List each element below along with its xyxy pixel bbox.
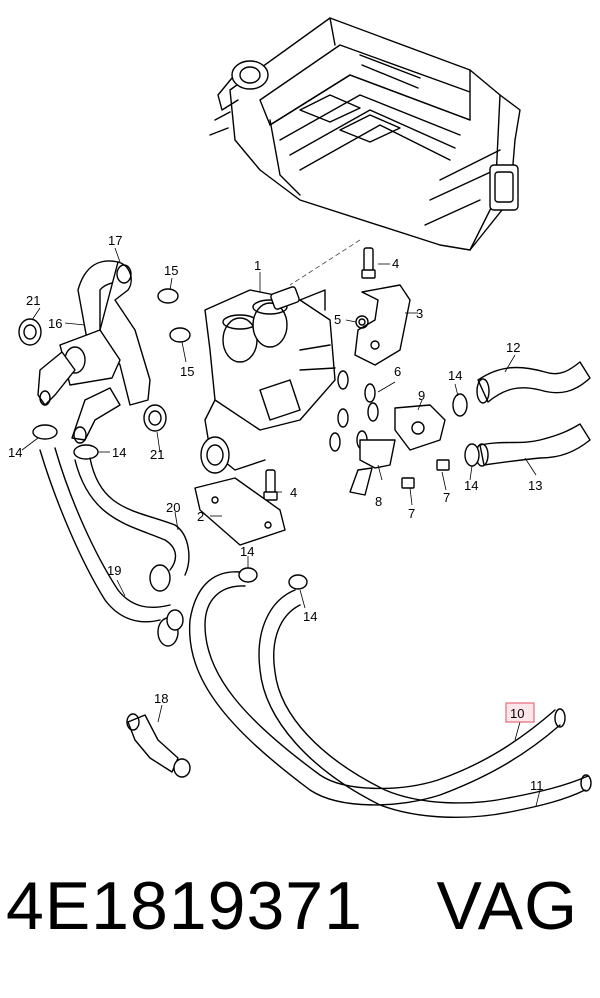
- callout-15-b: 15: [180, 364, 194, 379]
- callout-16: 16: [48, 316, 62, 331]
- callout-14-c: 14: [8, 445, 22, 460]
- callout-5: 5: [334, 312, 341, 327]
- o-rings-6: [329, 370, 379, 452]
- callout-14-a: 14: [448, 368, 462, 383]
- bolts-7: [401, 459, 450, 489]
- hose-16: [37, 329, 121, 444]
- callout-11: 11: [530, 778, 544, 793]
- callout-14-e: 14: [240, 544, 254, 559]
- callout-19: 19: [107, 563, 121, 578]
- fitting-8: [349, 439, 396, 496]
- hose-17: [77, 260, 151, 406]
- sensor-4-lower: [263, 469, 278, 501]
- callout-leaders: [21, 247, 541, 807]
- heater-valve: [200, 286, 336, 474]
- callout-1: 1: [254, 258, 261, 273]
- callout-14-b: 14: [464, 478, 478, 493]
- part-number: 4E1819371: [6, 868, 363, 944]
- callout-21-b: 21: [150, 447, 164, 462]
- callout-7-b: 7: [408, 506, 415, 521]
- brand-name: VAG: [436, 868, 578, 944]
- clamps-14-left: [32, 424, 308, 590]
- hose-13: [475, 423, 591, 467]
- callout-7-a: 7: [443, 490, 450, 505]
- callout-4-top: 4: [392, 256, 399, 271]
- hose-20: [74, 457, 190, 592]
- callout-14-f: 14: [303, 609, 317, 624]
- pipe-10: [188, 571, 566, 806]
- callout-14-d: 14: [112, 445, 126, 460]
- hose-18: [126, 713, 191, 778]
- hose-19: [39, 447, 184, 647]
- callout-3: 3: [416, 306, 423, 321]
- callout-8: 8: [375, 494, 382, 509]
- fitting-9: [394, 404, 446, 451]
- clamps-15: [157, 288, 191, 343]
- sensor-4-top: [361, 247, 376, 279]
- callout-9: 9: [418, 388, 425, 403]
- hose-12: [476, 361, 591, 404]
- bracket-2: [194, 477, 286, 546]
- parts-diagram: 1 2 3 4 4 5 6 7 7 8 9 10 11 12 13 14 14 …: [8, 17, 592, 819]
- bracket-3: [354, 284, 411, 366]
- callout-21-a: 21: [26, 293, 40, 308]
- callout-15-a: 15: [164, 263, 178, 278]
- callout-10: 10: [510, 706, 524, 721]
- callout-4-lower: 4: [290, 485, 297, 500]
- pipe-11: [258, 589, 592, 819]
- hvac-housing: [209, 17, 521, 251]
- callout-18: 18: [154, 691, 168, 706]
- highlight-box-10: [505, 702, 535, 723]
- callout-2: 2: [197, 509, 204, 524]
- seals-21: [18, 318, 167, 432]
- callout-13: 13: [528, 478, 542, 493]
- callout-12: 12: [506, 340, 520, 355]
- callout-17: 17: [108, 233, 122, 248]
- callout-labels: 1 2 3 4 4 5 6 7 7 8 9 10 11 12 13 14 14 …: [8, 233, 544, 793]
- clamps-14-right: [452, 393, 480, 467]
- callout-20: 20: [166, 500, 180, 515]
- callout-6: 6: [394, 364, 401, 379]
